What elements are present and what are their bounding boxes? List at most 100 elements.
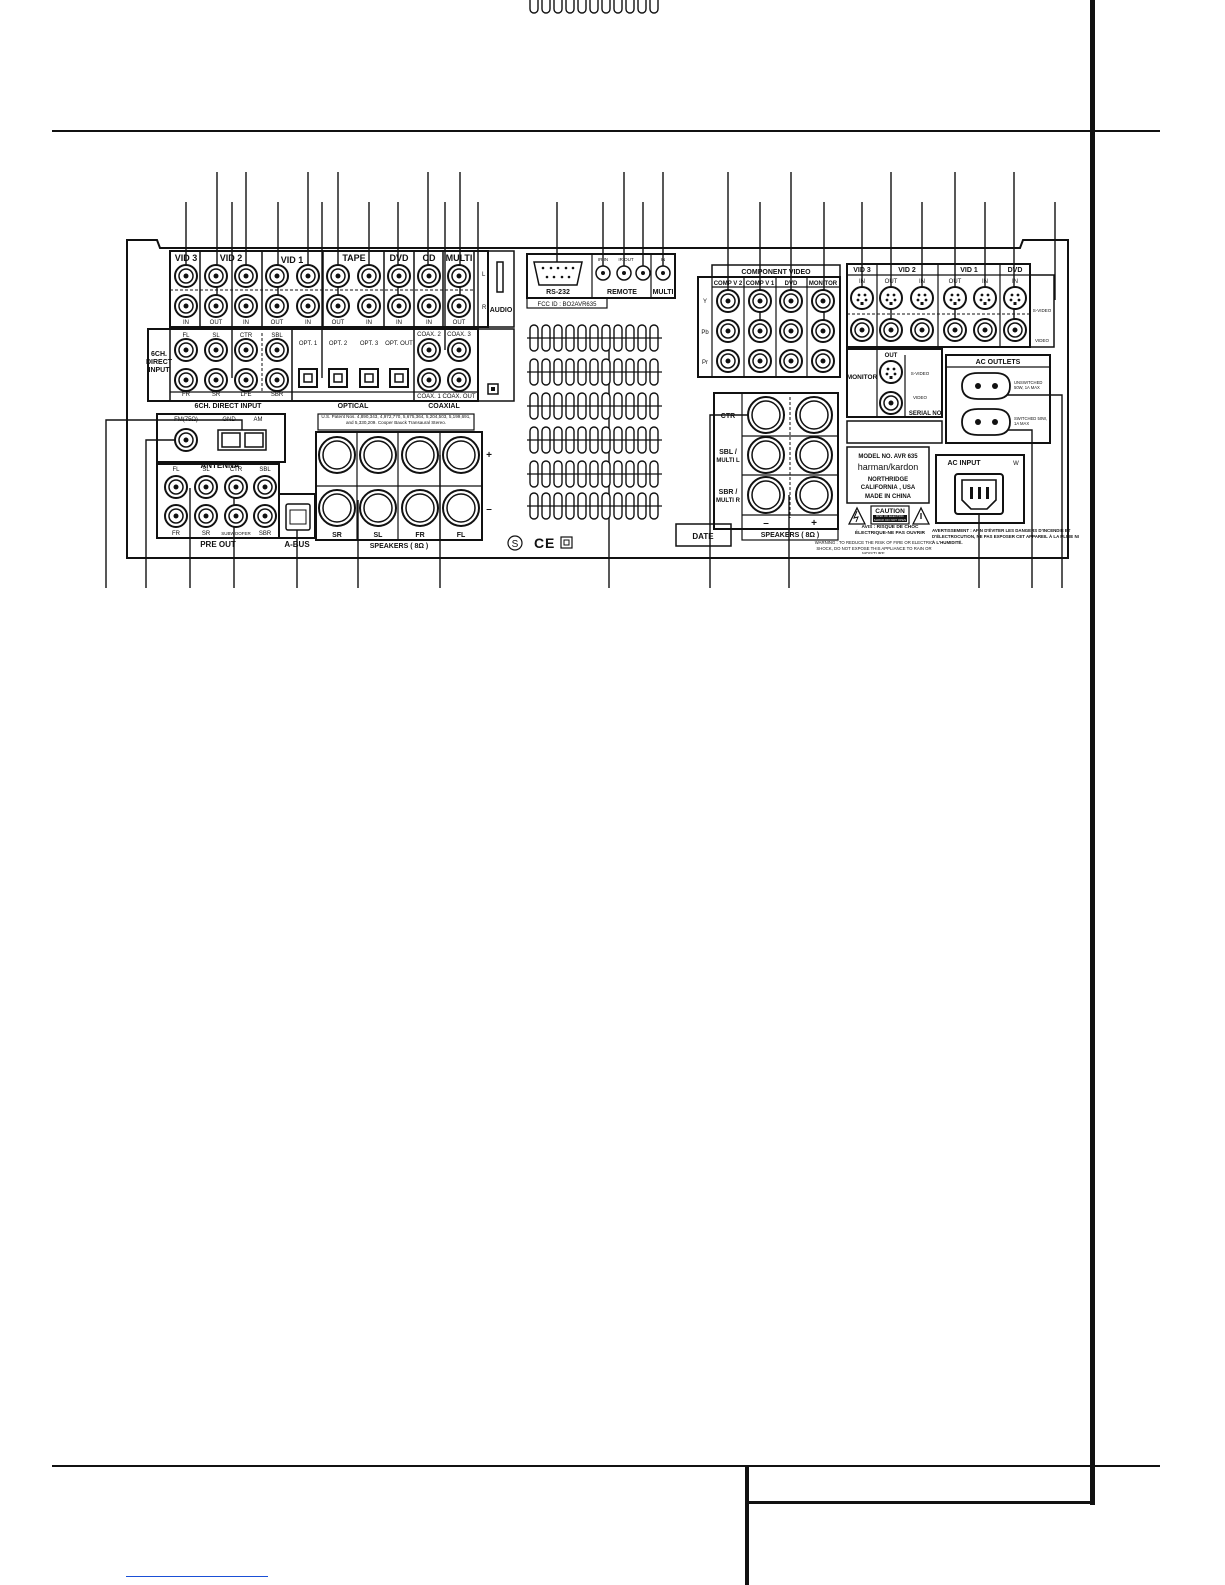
spk-sr-label: SR — [332, 532, 342, 539]
monitor-svideo-label: S-VIDEO — [911, 371, 930, 376]
ac-input-label: AC INPUT — [947, 460, 981, 467]
ac-outlets-block: AC OUTLETS UNSWITCHED 50W, 1A MAX SWITCH… — [945, 354, 1051, 444]
speakers-multi-label: SPEAKERS ( 8Ω ) — [761, 532, 820, 539]
pr-label: Pr — [702, 360, 708, 366]
v-vid1-label: VID 1 — [960, 267, 978, 274]
left-channel-label: L — [482, 272, 486, 278]
vid2-in-label: IN — [243, 320, 249, 326]
remote-jacks[interactable] — [595, 265, 671, 281]
optical-jacks[interactable] — [298, 368, 409, 388]
city-label: NORTHRIDGE — [868, 477, 908, 483]
rs232-port[interactable] — [533, 261, 583, 286]
a-bus-label: A-BUS — [284, 540, 310, 549]
ac-input-block: AC INPUT W AVERTISSEMENT : AFIN D'ÉVITER… — [932, 454, 1079, 545]
pre-ctr-label: CTR — [230, 467, 243, 473]
avis-label: AVIS : RISQUE DE CHOC ÉLECTRIQUE-NE PAS … — [854, 525, 925, 536]
speakers-multi-block: CTR SBL / MULTI L SBR / MULTI R – + SPEA… — [713, 392, 839, 541]
v-vid2-out: OUT — [885, 279, 898, 285]
speaker-binding-posts-main[interactable] — [318, 436, 480, 527]
pre-subwoofer-label: SUBWOOFER — [221, 531, 251, 536]
v-vid3-in: IN — [859, 279, 865, 285]
pre-out-block: FL SL CTR SBL FR SR SUBWOOFER SBR PRE OU… — [156, 463, 316, 549]
rs232-label: RS-232 — [546, 289, 570, 296]
six-ch-direct-line1: 6CH. — [151, 351, 167, 358]
made-in-label: MADE IN CHINA — [865, 494, 912, 500]
audio-input-block: VID 3 VID 2 VID 1 TAPE DVD CD MULTI IN O… — [169, 250, 515, 328]
spk-plus-label: + — [486, 450, 492, 461]
coax-out-label: COAX. OUT — [442, 394, 475, 400]
opt2-label: OPT. 2 — [329, 341, 348, 347]
patent-notice: U.S. Patent Nos. 4,890,343, 4,972,770, 5… — [317, 413, 475, 431]
component-video-block: COMPONENT VIDEO COMP V 2 COMP V 1 DVD MO… — [697, 264, 841, 378]
unswitched-outlet[interactable] — [961, 372, 1011, 400]
monitor-out-label: OUT — [885, 353, 898, 359]
opt1-label: OPT. 1 — [299, 341, 318, 347]
date-label: DATE — [692, 532, 714, 541]
monitor-svideo-jack[interactable] — [879, 360, 903, 384]
certification-marks: S C E — [507, 535, 573, 551]
ch-fl-label: FL — [182, 333, 190, 339]
comp-v2-label: COMP V 2 — [714, 281, 743, 287]
v-dvd-label: DVD — [1008, 267, 1023, 274]
remote-label: REMOTE — [607, 289, 637, 296]
pre-sr-label: SR — [202, 531, 211, 537]
tape-out-label: OUT — [332, 320, 345, 326]
pre-sbr-label: SBR — [259, 531, 272, 537]
multi-plus-label: + — [811, 518, 817, 529]
footer-box-rule — [749, 1501, 1095, 1504]
am-terminal[interactable] — [244, 432, 264, 448]
top-rule — [52, 130, 1160, 132]
footer-link-underline — [126, 1576, 268, 1577]
opt3-label: OPT. 3 — [360, 341, 379, 347]
spk-sbr-line2: MULTI R — [716, 498, 741, 504]
date-box — [675, 523, 732, 547]
vid1-label: VID 1 — [281, 255, 304, 265]
six-ch-direct-line3: INPUT — [149, 367, 171, 374]
audio-switch[interactable] — [496, 261, 504, 293]
avertissement-label: AVERTISSEMENT : AFIN D'ÉVITER LES DANGER… — [932, 528, 1079, 545]
vid2-label: VID 2 — [220, 253, 243, 263]
patent-text: U.S. Patent Nos. 4,890,343, 4,972,770, 5… — [321, 414, 471, 425]
monitor-video-jack[interactable] — [879, 391, 903, 415]
antenna-label: ANTENNA — [200, 461, 239, 470]
six-ch-direct-input-label: 6CH. DIRECT INPUT — [195, 403, 263, 410]
monitor-video-label: VIDEO — [913, 395, 928, 400]
video-label: VIDEO — [1035, 338, 1050, 343]
v-vid2-label: VID 2 — [898, 267, 916, 274]
ch-fr-label: FR — [182, 392, 191, 398]
ventilation-grille — [527, 0, 662, 519]
cd-label: CD — [423, 253, 436, 263]
vid3-in-label: IN — [183, 320, 189, 326]
v-vid2-in: IN — [919, 279, 925, 285]
right-margin-bar — [1090, 0, 1095, 1505]
fm-label: FM(75Ω) — [174, 417, 198, 423]
am-label: AM — [254, 417, 263, 423]
fm-antenna-jack[interactable] — [174, 428, 198, 452]
pre-out-label: PRE OUT — [200, 540, 236, 549]
v-vid1-in: IN — [982, 279, 988, 285]
bottom-rule — [52, 1465, 1160, 1467]
pre-out-jacks[interactable] — [164, 475, 277, 528]
pre-sl-label: SL — [202, 467, 210, 473]
caution-label: CAUTION — [875, 508, 905, 515]
multi-label: MULTI — [446, 253, 473, 263]
model-number: MODEL NO. AVR 635 — [858, 454, 918, 460]
video-input-block: VID 3 VID 2 VID 1 DVD IN OUT IN OUT IN I… — [846, 263, 1055, 348]
svideo-label: S-VIDEO — [1033, 308, 1052, 313]
ch-sbl-label: SBL — [271, 333, 283, 339]
switched-label: SWITCHED 50W, 1A MAX — [1014, 416, 1048, 426]
comp-dvd-label: DVD — [785, 281, 798, 287]
svg-text:C: C — [534, 535, 544, 551]
gnd-terminal[interactable] — [221, 432, 241, 448]
coaxial-jacks[interactable] — [417, 338, 471, 392]
speakers-main-label: SPEAKERS ( 8Ω ) — [370, 543, 429, 550]
switched-outlet[interactable] — [961, 408, 1011, 436]
rs232-remote-block: RS-232 IR IN IR OUT REMOTE IN MULTI FCC … — [526, 253, 676, 309]
multi-in-label: IN — [661, 257, 666, 262]
serial-no-label: SERIAL NO. — [909, 411, 944, 417]
coax3-label: COAX. 3 — [447, 332, 471, 338]
monitor-label: MONITOR — [847, 374, 878, 381]
digital-input-block: 6CH. DIRECT INPUT FL SL CTR SBL FR SR LF… — [146, 328, 515, 410]
multi-minus-label: – — [763, 518, 769, 529]
